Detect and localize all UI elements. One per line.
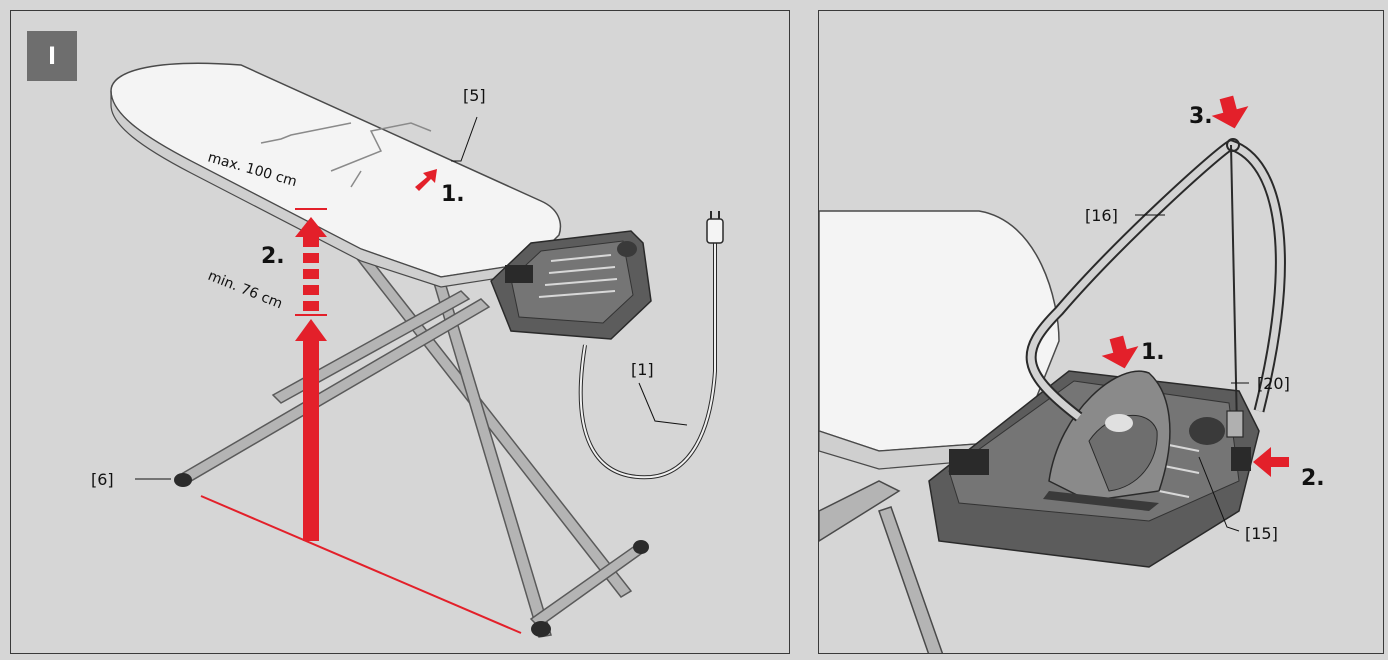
leg-feet [174, 473, 649, 637]
min-height-label: min. 76 cm [206, 268, 285, 312]
ironing-board-illustration: [5] [1] [6] 1. 2. max. 100 cm min. 76 cm [91, 62, 724, 638]
press-arrow-step-3 [1211, 95, 1249, 129]
leader-cover-5 [451, 116, 478, 162]
iron-rest-tray [490, 230, 652, 340]
ironing-board-height-panel: I [10, 10, 790, 654]
label-cover-5: [5] [463, 86, 486, 105]
board-legs-right [819, 480, 944, 653]
step-1-lift: 1. [441, 182, 465, 207]
leader-rest-15 [1198, 456, 1240, 532]
height-adjust-arrow [295, 217, 327, 541]
floor-reference-line [200, 495, 522, 634]
board-top [110, 62, 562, 288]
board-legs [181, 246, 647, 638]
label-holder-20: [20] [1257, 374, 1290, 393]
label-rest-15: [15] [1245, 524, 1278, 543]
step-1-place-iron: 1. [1141, 340, 1165, 365]
board-cover-symbol [260, 122, 432, 188]
step-3-hang-hose: 3. [1189, 104, 1213, 129]
hose-holder [1226, 138, 1251, 471]
label-foot-6: [6] [91, 470, 114, 489]
press-arrow-step-1 [1101, 335, 1139, 369]
iron-park-panel: [16] [20] [15] 3. 1. 2. [818, 10, 1384, 654]
step-2-height: 2. [261, 244, 285, 269]
figure-badge: I [27, 31, 77, 81]
steam-iron [1043, 370, 1171, 511]
push-arrow-step-2 [1253, 447, 1289, 477]
lift-arrow [415, 169, 437, 191]
label-cord-1: [1] [631, 360, 654, 379]
label-hose-16: [16] [1085, 206, 1118, 225]
iron-on-rest-illustration: [16] [20] [15] 3. 1. 2. [819, 95, 1325, 653]
step-2-lock: 2. [1301, 466, 1325, 491]
leader-cord-1 [638, 382, 688, 426]
power-plug [706, 211, 724, 244]
